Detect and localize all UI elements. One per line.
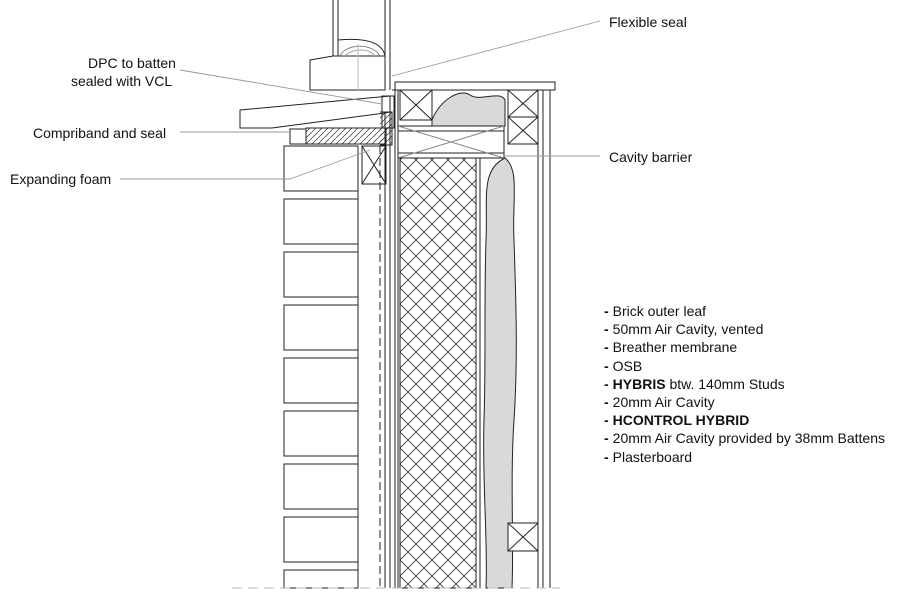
legend-item-text: Breather membrane: [612, 339, 738, 356]
legend-item-text: Plasterboard: [612, 448, 693, 465]
legend-dash: -: [604, 412, 609, 429]
brick: [283, 198, 359, 245]
legend-item: -HCONTROL HYBRID: [604, 411, 885, 429]
legend-item: -HYBRIS btw. 140mm Studs: [604, 375, 885, 393]
legend-item-bold: HCONTROL HYBRID: [612, 412, 750, 429]
legend-dash: -: [604, 357, 609, 374]
legend-item: -50mm Air Cavity, vented: [604, 320, 885, 338]
legend-dash: -: [604, 303, 609, 319]
legend-item: -Plasterboard: [604, 448, 885, 466]
brick: [283, 569, 359, 589]
label-compriband: Compriband and seal: [33, 125, 167, 141]
brick: [283, 251, 359, 298]
legend-dash: -: [604, 448, 609, 465]
label-expanding-foam: Expanding foam: [10, 171, 112, 187]
legend-dash: -: [604, 430, 609, 447]
hcontrol-hybrid-membrane: [483, 157, 517, 589]
brick: [283, 410, 359, 457]
legend-item-text: OSB: [612, 357, 643, 374]
window-frame: [309, 0, 391, 91]
label-dpc-line2: sealed with VCL: [71, 73, 173, 89]
label-cavity-barrier: Cavity barrier: [609, 149, 693, 165]
head-frame: [392, 81, 556, 145]
brick: [283, 304, 359, 351]
legend-item: -20mm Air Cavity provided by 38mm Batten…: [604, 429, 885, 447]
legend-dash: -: [604, 339, 609, 356]
legend-item-text: 20mm Air Cavity: [612, 393, 715, 410]
timber-packer: [305, 127, 387, 145]
legend-dash: -: [604, 375, 609, 392]
legend-item: -20mm Air Cavity: [604, 393, 885, 411]
legend-item: -OSB: [604, 357, 885, 375]
brick: [283, 516, 359, 563]
label-flexible-seal: Flexible seal: [609, 14, 687, 30]
legend-item-text: 50mm Air Cavity, vented: [612, 321, 764, 338]
inner-lining: [507, 90, 551, 588]
legend-item-text: Brick outer leaf: [612, 303, 707, 319]
brick: [283, 463, 359, 510]
brick-outer-leaf: [283, 145, 359, 589]
legend-item-text: btw. 140mm Studs: [665, 375, 785, 392]
legend-item-bold: HYBRIS: [612, 375, 666, 392]
cavity-lines: [357, 90, 399, 588]
layer-legend: -Brick outer leaf -50mm Air Cavity, vent…: [604, 302, 885, 466]
brick: [283, 145, 359, 192]
window-sill: [239, 95, 395, 129]
legend-item-text: 20mm Air Cavity provided by 38mm Battens: [612, 430, 886, 447]
leader-lines: [120, 20, 601, 180]
brick: [283, 357, 359, 404]
hybris-insulation: [399, 157, 477, 589]
legend-dash: -: [604, 321, 609, 338]
label-dpc-line1: DPC to batten: [88, 55, 176, 71]
legend-dash: -: [604, 393, 609, 410]
legend-item: -Brick outer leaf: [604, 302, 885, 320]
compriband-seal: [289, 128, 307, 145]
legend-item: -Breather membrane: [604, 338, 885, 356]
